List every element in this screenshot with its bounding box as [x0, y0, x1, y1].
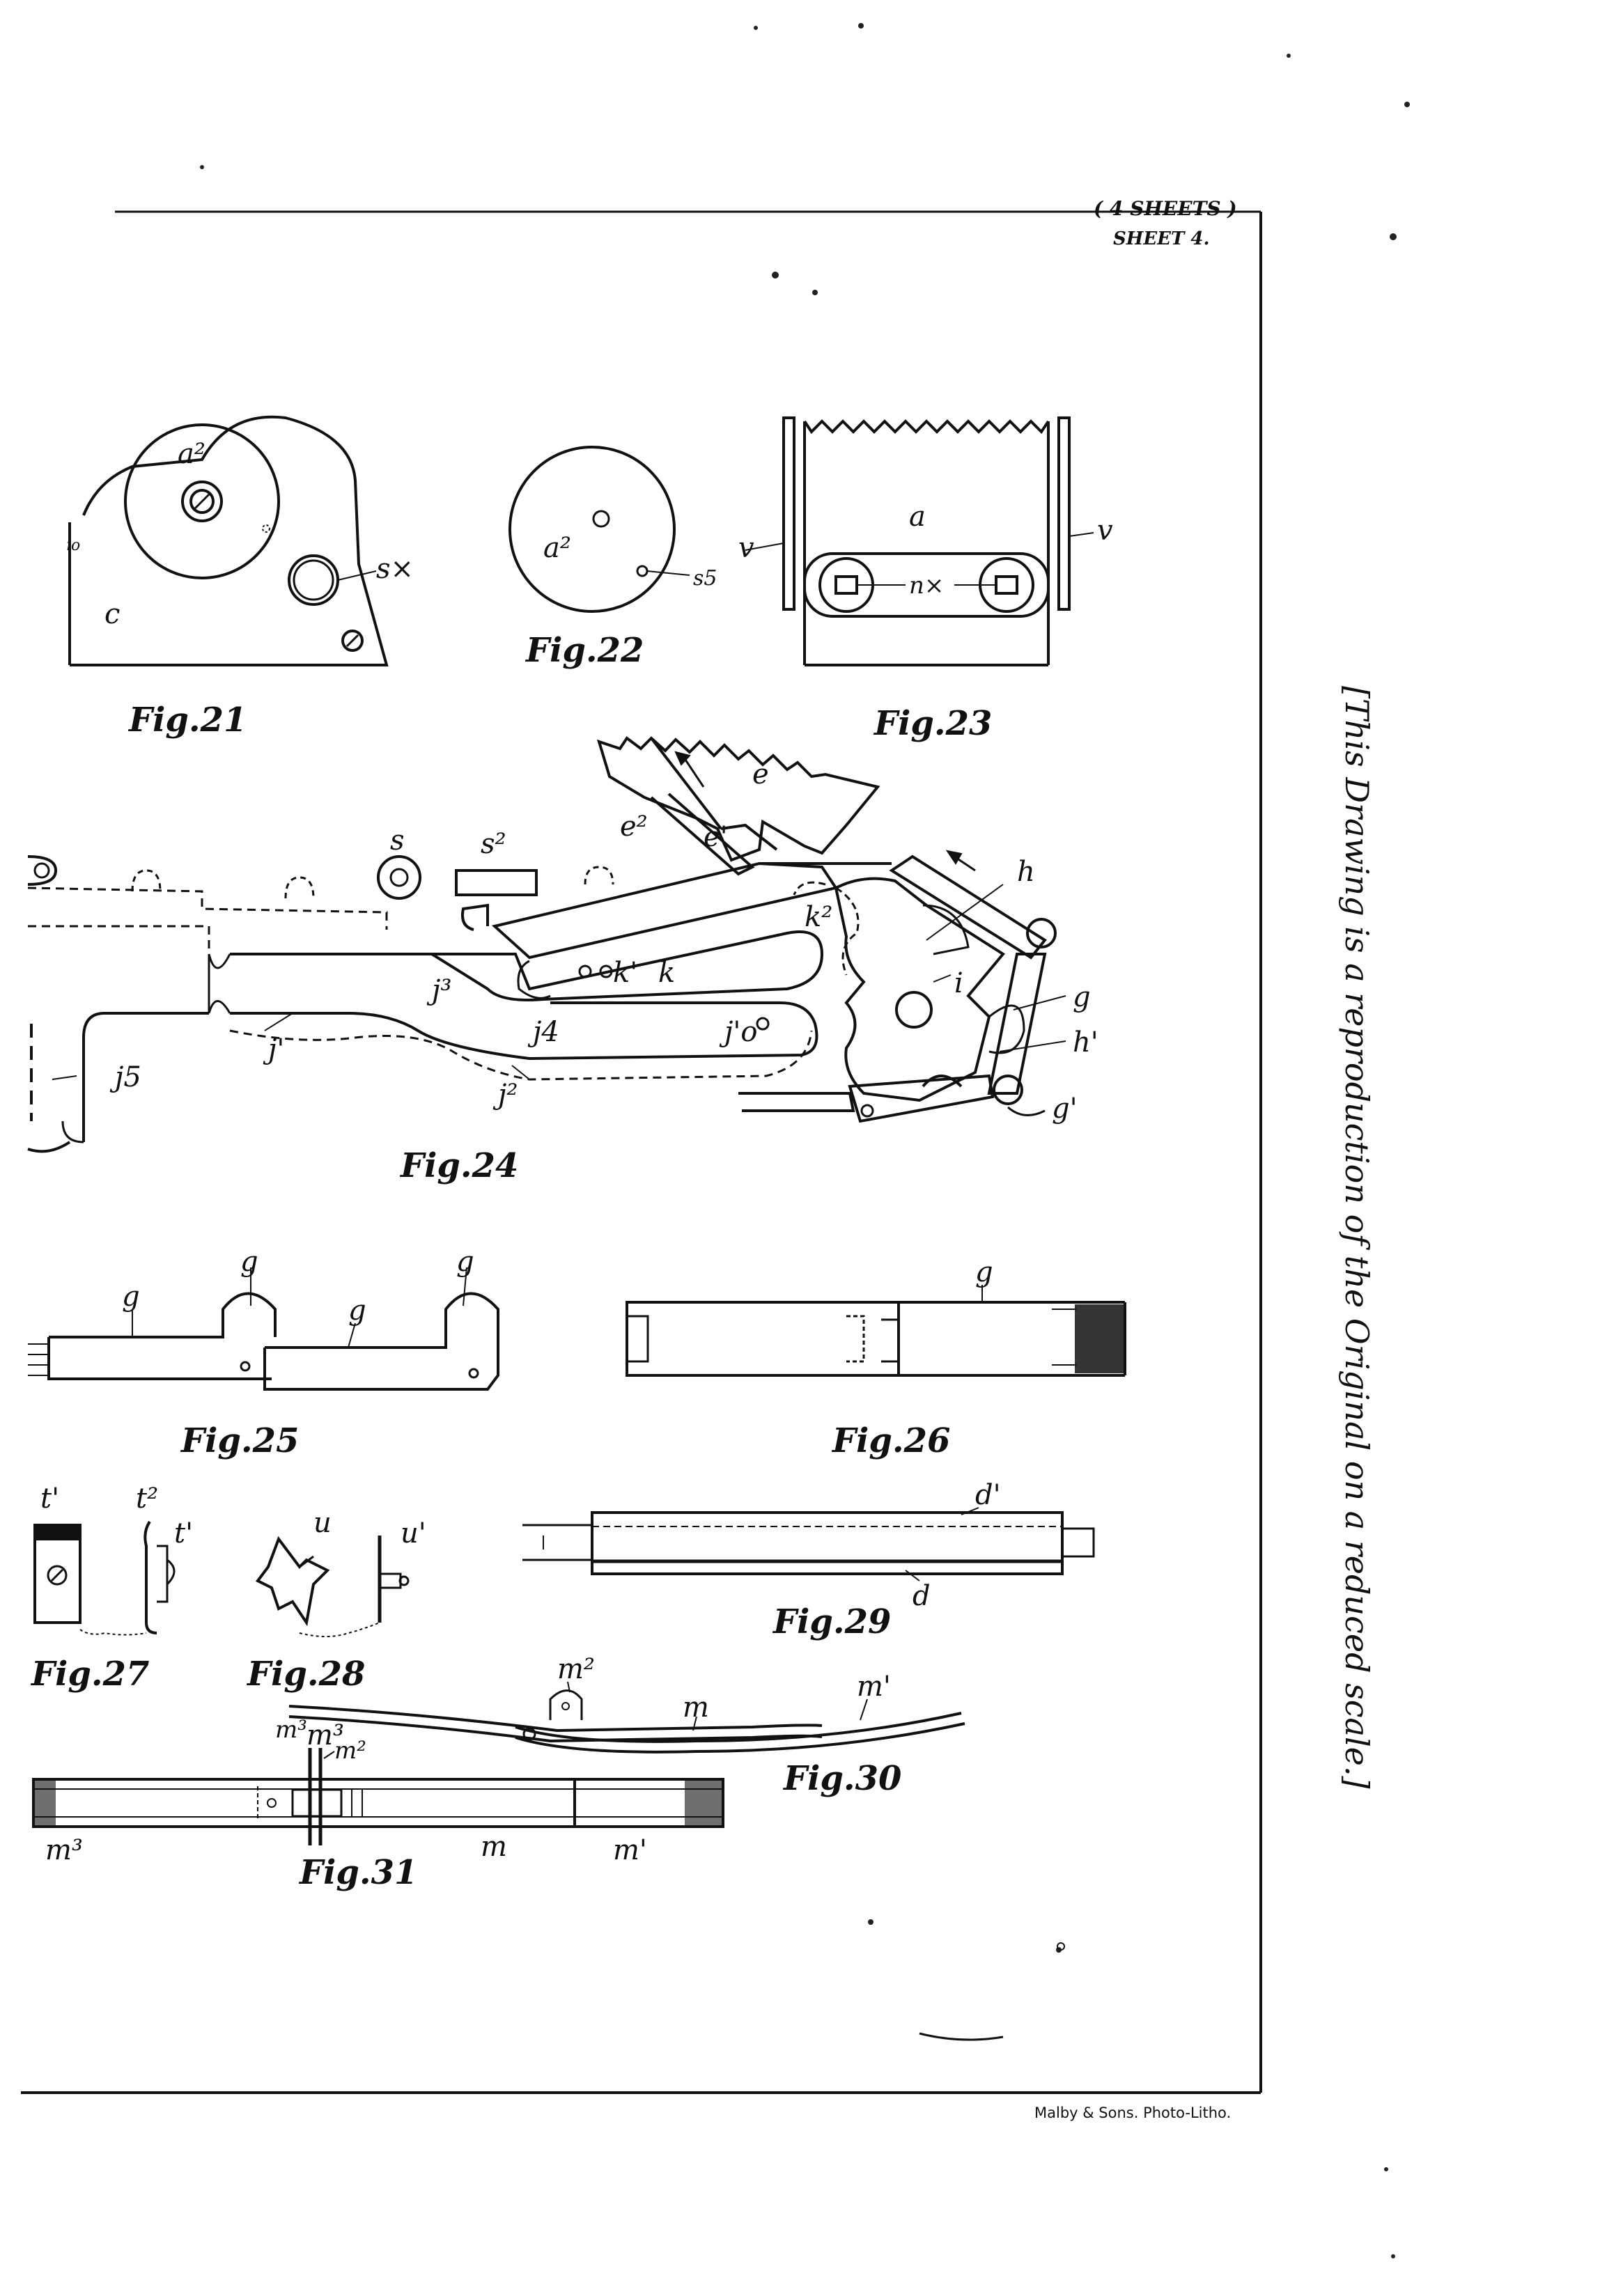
label-m3-fig31: m³ [45, 1834, 83, 1866]
fig27-caption: Fig.27 [30, 1655, 149, 1694]
fig22-caption: Fig.22 [525, 631, 644, 670]
print-specks [200, 23, 1410, 2258]
label-e1: e' [704, 821, 728, 853]
label-a2-fig22: a² [543, 532, 571, 564]
fig31-drawing [32, 1748, 724, 1845]
label-k2: k² [805, 901, 832, 933]
label-m-fig30: m [683, 1692, 709, 1724]
label-j3: j³ [426, 974, 451, 1006]
fig30-caption: Fig.30 [782, 1759, 901, 1798]
svg-text:ıo: ıo [66, 537, 80, 554]
label-j1o: j'o [719, 1016, 757, 1048]
label-t1-right: t' [174, 1517, 193, 1549]
label-h1: h' [1073, 1026, 1098, 1059]
label-m2-fig31: m² [334, 1737, 366, 1765]
stray-circle [1057, 1942, 1065, 1951]
label-t2: t² [136, 1483, 158, 1515]
label-j4: j4 [527, 1016, 559, 1048]
label-e2: e² [620, 811, 648, 843]
label-s2: s² [481, 828, 506, 860]
fig26-caption: Fig.26 [831, 1421, 950, 1460]
label-sx: s× [376, 553, 414, 585]
label-a-fig23: a [909, 501, 926, 533]
sheets-count-label: ( 4 SHEETS ) [1094, 197, 1237, 220]
fig24-caption: Fig.24 [399, 1146, 518, 1185]
label-m3-fig30: m³ [306, 1719, 344, 1751]
label-c: c [104, 598, 120, 630]
label-t1-left: t' [40, 1483, 59, 1515]
fig29-caption: Fig.29 [772, 1602, 891, 1641]
label-m1-fig31: m' [613, 1834, 647, 1866]
label-m3-fig31-top: m³ [275, 1716, 307, 1744]
label-v-right: v [1097, 515, 1113, 547]
label-v-left: v [738, 532, 754, 564]
fig31-caption: Fig.31 [298, 1853, 417, 1892]
label-e: e [752, 758, 769, 790]
label-i: i [954, 967, 963, 999]
label-nx: n× [909, 572, 944, 600]
fig30-drawing [288, 1681, 965, 1754]
fig25-caption: Fig.25 [180, 1421, 299, 1460]
label-d1: d' [975, 1479, 1001, 1511]
fig21-caption: Fig.21 [127, 701, 247, 740]
label-g-fig25-a: g [240, 1246, 258, 1278]
fig25-drawing [28, 1267, 499, 1391]
label-m1-fig30: m' [857, 1671, 891, 1703]
label-g-fig25-c: g [122, 1281, 140, 1313]
label-a2-fig21: a² [178, 438, 205, 470]
fig24-drawing [27, 736, 1066, 1153]
label-g1: g' [1052, 1093, 1078, 1125]
label-g-fig26: g [975, 1256, 993, 1288]
label-g-fig24: g [1073, 981, 1091, 1013]
label-u: u [313, 1507, 332, 1539]
fig28-caption: Fig.28 [246, 1655, 365, 1694]
label-k: k [658, 957, 675, 989]
label-g-fig25-d: g [348, 1295, 366, 1327]
label-k1: k' [613, 957, 637, 989]
label-m-fig31: m [481, 1831, 507, 1863]
fig21-drawing: ıo [66, 415, 389, 666]
lithographer-credit: Malby & Sons. Photo-Litho. [1034, 2104, 1232, 2121]
label-d: d [913, 1580, 931, 1612]
label-g-fig25-b: g [456, 1246, 474, 1278]
label-j5: j5 [109, 1061, 141, 1093]
label-m2-fig30: m² [557, 1653, 595, 1685]
label-j1: j' [263, 1033, 284, 1065]
fig28-drawing [255, 1536, 410, 1637]
fig22-drawing [508, 446, 690, 613]
stray-mark [919, 2032, 1004, 2041]
fig27-drawing [33, 1520, 176, 1636]
label-j2: j² [492, 1079, 518, 1111]
label-u1: u' [401, 1517, 426, 1549]
fig23-caption: Fig.23 [873, 704, 992, 743]
sheet-number-label: SHEET 4. [1113, 228, 1210, 249]
fig26-drawing [626, 1285, 1126, 1377]
label-h: h [1017, 856, 1035, 888]
label-s: s [390, 825, 405, 857]
border-frame [21, 210, 1262, 2094]
fig29-drawing [522, 1507, 1095, 1582]
fig23-drawing [745, 416, 1094, 666]
label-s5: s5 [693, 566, 717, 591]
